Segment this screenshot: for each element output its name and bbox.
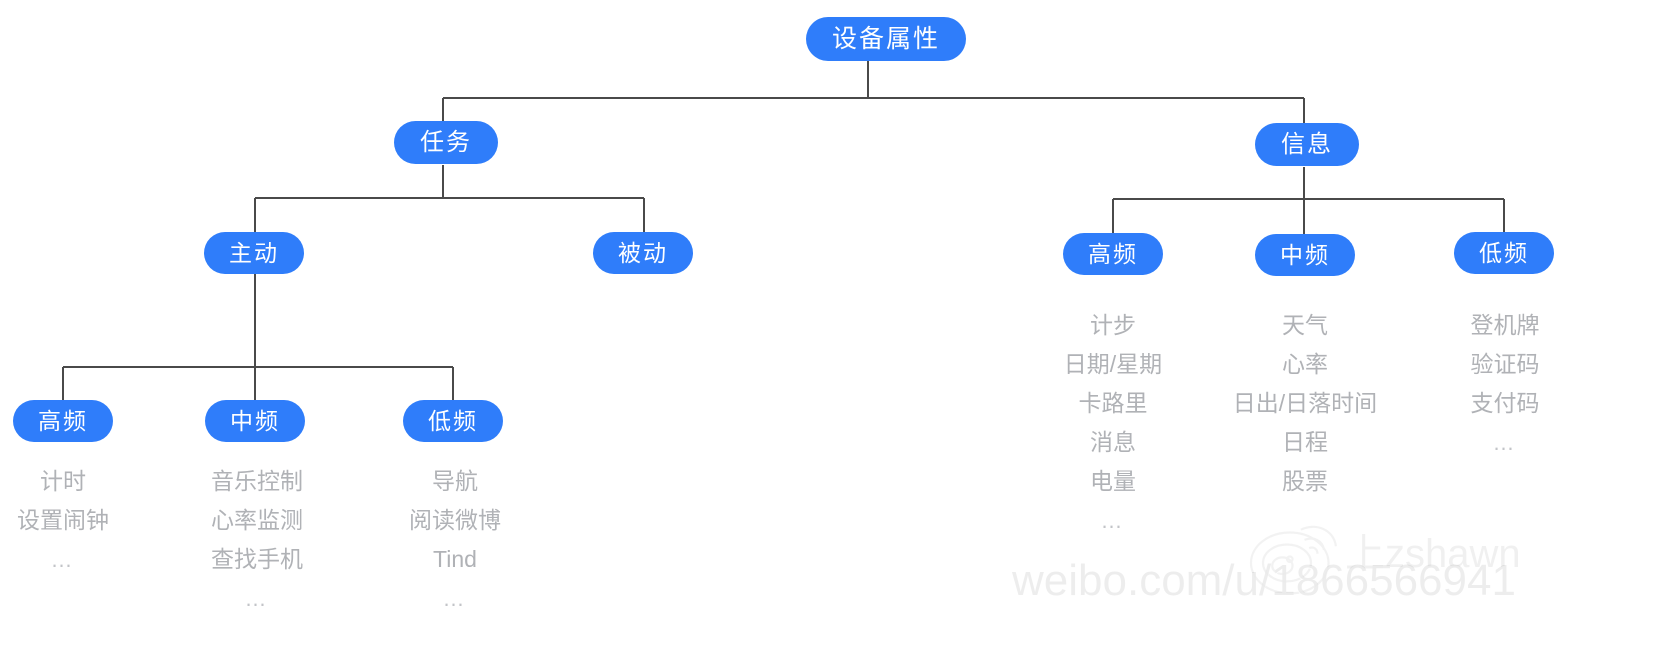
node-active-high-frequency[interactable]: 高频 [13, 400, 113, 442]
node-info-mid-frequency[interactable]: 中频 [1255, 234, 1355, 276]
watermark-url: weibo.com/u/1866566941 [1012, 556, 1516, 605]
leaf-ellipsis: … [442, 586, 468, 611]
leaf-item: 消息 [1090, 429, 1136, 455]
leaf-list-info-high: 计步日期/星期卡路里消息电量 … [1038, 306, 1188, 540]
node-label: 低频 [1479, 239, 1529, 266]
node-information[interactable]: 信息 [1255, 123, 1359, 166]
leaf-ellipsis: … [1100, 508, 1126, 533]
leaf-item: 设置闹钟 [17, 507, 109, 533]
weibo-logo-icon [1249, 525, 1338, 595]
node-label: 中频 [230, 407, 280, 434]
leaf-item: 日出/日落时间 [1232, 390, 1378, 416]
node-info-high-frequency[interactable]: 高频 [1063, 233, 1163, 275]
node-label: 主动 [229, 239, 279, 266]
node-label: 低频 [428, 407, 478, 434]
leaf-list-active-low: 导航阅读微博 Tind … [380, 462, 530, 618]
node-label: 高频 [1088, 240, 1138, 267]
leaf-list-active-high: 计时设置闹钟 … [0, 462, 126, 579]
leaf-list-active-mid: 音乐控制心率监测查找手机 … [182, 462, 332, 618]
node-active-low-frequency[interactable]: 低频 [403, 400, 503, 442]
watermark-username: 上zshawn [1345, 532, 1521, 576]
node-root-device-attributes[interactable]: 设备属性 [806, 17, 967, 61]
leaf-item: 阅读微博 [409, 507, 501, 533]
node-task[interactable]: 任务 [394, 121, 498, 164]
leaf-list-info-low: 登机牌验证码支付码 … [1442, 306, 1568, 462]
node-active-mid-frequency[interactable]: 中频 [205, 400, 305, 442]
leaf-item: 计时 [40, 468, 86, 494]
leaf-list-info-mid: 天气心率日出/日落时间日程股票 [1205, 306, 1405, 501]
leaf-item: 音乐控制 [211, 468, 303, 494]
leaf-item: 日期/星期 [1063, 351, 1163, 377]
leaf-item: 心率监测 [211, 507, 303, 533]
leaf-ellipsis: … [244, 586, 270, 611]
node-task-passive[interactable]: 被动 [593, 232, 693, 274]
node-label: 被动 [618, 239, 668, 266]
node-info-low-frequency[interactable]: 低频 [1454, 232, 1554, 274]
leaf-item: 电量 [1090, 468, 1136, 494]
leaf-item: 心率 [1282, 351, 1328, 377]
leaf-item: 日程 [1282, 429, 1328, 455]
leaf-item: 天气 [1282, 312, 1328, 338]
node-label: 信息 [1281, 130, 1333, 158]
leaf-ellipsis: … [1492, 430, 1518, 455]
leaf-item: 支付码 [1470, 390, 1540, 416]
leaf-item: 登机牌 [1470, 312, 1540, 338]
leaf-item: 查找手机 [211, 546, 303, 572]
node-label: 任务 [420, 128, 472, 156]
leaf-item: Tind [433, 546, 477, 572]
leaf-ellipsis: … [50, 547, 76, 572]
leaf-item: 导航 [432, 468, 478, 494]
leaf-item: 验证码 [1470, 351, 1540, 377]
node-label: 中频 [1280, 241, 1330, 268]
node-task-active[interactable]: 主动 [204, 232, 304, 274]
leaf-item: 卡路里 [1078, 390, 1148, 416]
leaf-item: 计步 [1090, 312, 1136, 338]
node-label: 高频 [38, 407, 88, 434]
node-label: 设备属性 [832, 24, 941, 53]
leaf-item: 股票 [1282, 468, 1328, 494]
